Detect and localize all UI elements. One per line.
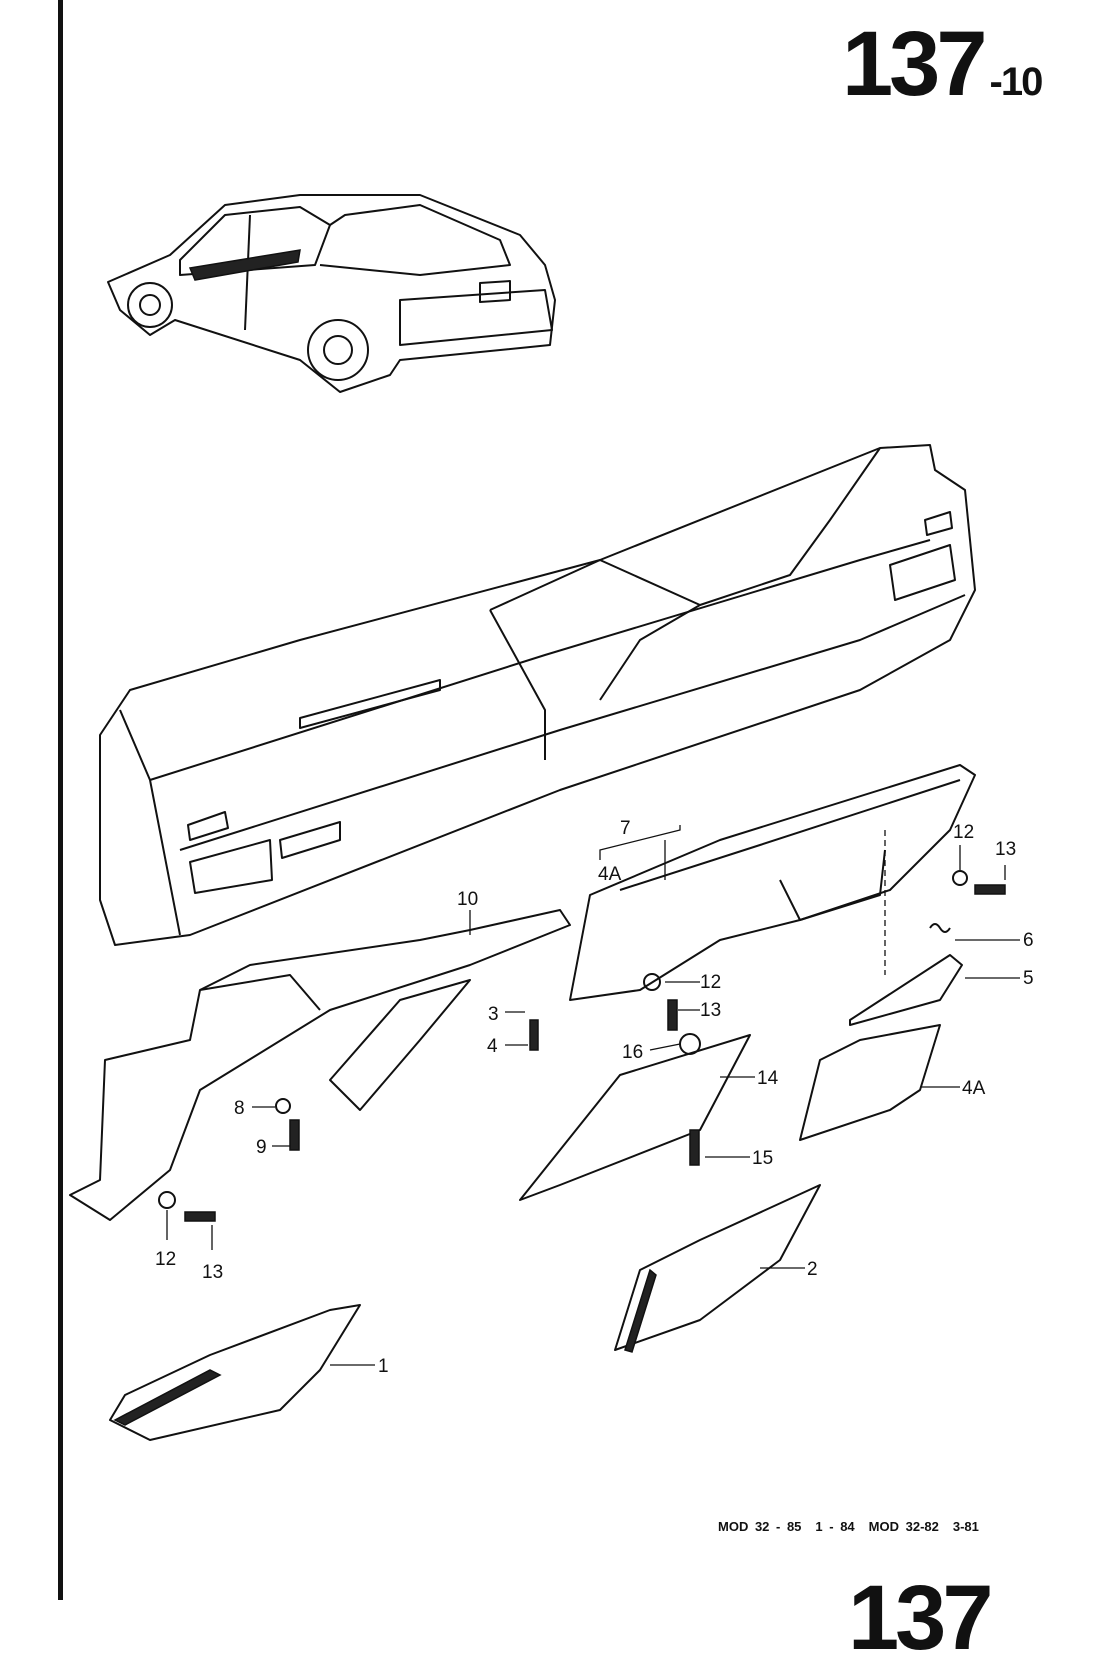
callout-12-right: 12 — [953, 822, 974, 843]
footer-model-2: MOD 32-82 — [868, 1519, 939, 1534]
car-illustration — [107, 194, 556, 393]
callout-13-mid: 13 — [700, 1000, 721, 1021]
dashboard-panel — [99, 444, 976, 946]
model-footer: MOD 32 - 85 1 - 84 MOD 32-82 3-81 — [718, 1519, 993, 1534]
callout-1: 1 — [378, 1356, 389, 1377]
callout-2: 2 — [807, 1259, 818, 1280]
lower-trim-parts — [69, 764, 976, 1441]
callout-3: 3 — [488, 1004, 499, 1025]
callout-8: 8 — [234, 1098, 245, 1119]
callout-4a-top: 4A — [598, 864, 622, 885]
callout-16: 16 — [622, 1042, 643, 1063]
callout-labels: 7 4A 10 12 13 6 5 12 13 3 4 16 14 4A 8 9… — [155, 818, 1034, 1377]
parts-diagram: 7 4A 10 12 13 6 5 12 13 3 4 16 14 4A 8 9… — [69, 194, 1034, 1441]
fasteners — [158, 870, 1006, 1222]
page-number: 137-10 — [842, 13, 1043, 115]
callout-5: 5 — [1023, 968, 1034, 989]
callout-12-left: 12 — [155, 1249, 176, 1270]
callout-13-left: 13 — [202, 1262, 223, 1283]
leader-lines — [166, 825, 1020, 1366]
footer-date-2: 3-81 — [952, 1519, 979, 1534]
callout-6: 6 — [1023, 930, 1034, 951]
callout-10: 10 — [457, 889, 478, 910]
footer-model-1: MOD 32 - 85 — [718, 1519, 802, 1534]
next-page-number: 137 — [848, 1567, 993, 1669]
callout-14: 14 — [757, 1068, 779, 1089]
callout-12-mid: 12 — [700, 972, 721, 993]
binding-edge — [58, 0, 63, 1600]
callout-15: 15 — [752, 1148, 773, 1169]
callout-7: 7 — [620, 818, 631, 839]
callout-4: 4 — [487, 1036, 498, 1057]
callout-4a: 4A — [962, 1078, 986, 1099]
callout-13-right: 13 — [995, 839, 1016, 860]
footer-date-1: 1 - 84 — [815, 1519, 855, 1534]
callout-9: 9 — [256, 1137, 267, 1158]
